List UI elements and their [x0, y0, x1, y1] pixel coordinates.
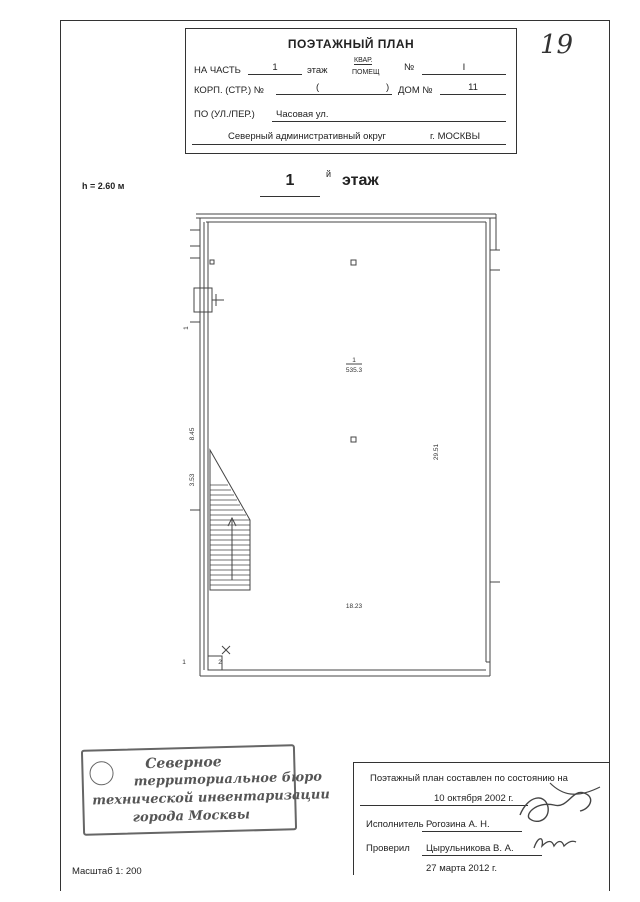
- info-block: Поэтажный план составлен по состоянию на…: [353, 762, 609, 875]
- dim-bottom: 18.23: [346, 603, 363, 610]
- signature-checker: [533, 838, 577, 849]
- section-mark: 1: [182, 659, 186, 666]
- executor-underline: [422, 831, 522, 832]
- street-underline: [272, 121, 506, 122]
- ceiling-height: h = 2.60 м: [82, 181, 125, 191]
- stair-mark: 2: [218, 659, 222, 666]
- status-text: Поэтажный план составлен по состоянию на: [370, 773, 568, 784]
- city-value: г. МОСКВЫ: [430, 131, 481, 142]
- kvar-label: КВАР.: [354, 57, 373, 65]
- number-sign: №: [404, 62, 415, 73]
- floor-number: 1: [260, 172, 320, 197]
- page-number: 19: [540, 30, 574, 60]
- status-date: 10 октября 2002 г.: [434, 793, 514, 804]
- checker-underline: [422, 855, 542, 856]
- pomeshch-label: ПОМЕЩ: [352, 69, 380, 76]
- stair-marker-box: [207, 655, 223, 671]
- dim-left-upper: 8.45: [189, 427, 196, 440]
- executor-name: Рогозина А. Н.: [426, 819, 490, 830]
- check-date: 27 марта 2012 г.: [426, 863, 497, 874]
- stamp-logo-icon: [89, 760, 114, 786]
- stamp-line-4: города Москвы: [132, 807, 251, 826]
- dom-value: 11: [440, 82, 506, 95]
- district-value: Северный административный округ: [228, 131, 386, 142]
- korp-close: ): [386, 82, 390, 93]
- dim-right: 29.51: [433, 443, 440, 460]
- entrance-door: [193, 287, 213, 313]
- district-line: Северный административный округ г. МОСКВ…: [192, 130, 506, 145]
- na-chast-label: НА ЧАСТЬ: [194, 65, 241, 76]
- signature-executor: [519, 782, 601, 823]
- bti-stamp: Северное территориальное бюро техническо…: [80, 744, 330, 836]
- plan-title: ПОЭТАЖНЫЙ ПЛАН: [287, 37, 415, 51]
- column-marker: [350, 436, 357, 443]
- room-number: 1: [352, 357, 356, 364]
- document-sheet: [60, 20, 610, 891]
- checker-label: Проверил: [366, 843, 410, 854]
- korp-label: КОРП. (СТР.) №: [194, 85, 264, 96]
- column-marker: [350, 259, 357, 266]
- executor-label: Исполнитель: [366, 819, 424, 830]
- korp-value-line: ( ): [276, 82, 392, 95]
- dim-left-lower: 3.53: [189, 473, 196, 486]
- street-value: Часовая ул.: [276, 109, 329, 120]
- upper-mark: 1: [183, 326, 190, 330]
- room-area: 535.3: [346, 367, 363, 374]
- stamp-line-1: Северное: [145, 754, 222, 773]
- floor-suffix: й: [326, 169, 332, 179]
- dom-label: ДОМ №: [398, 85, 433, 96]
- floor-word: этаж: [342, 172, 379, 189]
- korp-open: (: [316, 82, 320, 93]
- etazh-label: этаж: [307, 65, 328, 76]
- status-date-underline: [360, 805, 528, 806]
- title-block: ПОЭТАЖНЫЙ ПЛАН НА ЧАСТЬ 1 этаж КВАР. ПОМ…: [185, 28, 517, 154]
- stamp-line-2: территориальное бюро: [133, 769, 323, 790]
- pomeshch-value: I: [422, 62, 506, 75]
- street-label: ПО (УЛ./ПЕР.): [194, 109, 255, 120]
- na-chast-value: 1: [248, 62, 302, 75]
- floor-plan-drawing: 1 535.3 29.51 18.23 8.45 3.53 1 2 1: [182, 213, 500, 677]
- column-marker: [209, 259, 215, 265]
- scale-label: Масштаб 1: 200: [72, 866, 142, 877]
- checker-name: Цырульникова В. А.: [426, 843, 514, 854]
- stamp-line-3: технической инвентаризации: [92, 787, 331, 809]
